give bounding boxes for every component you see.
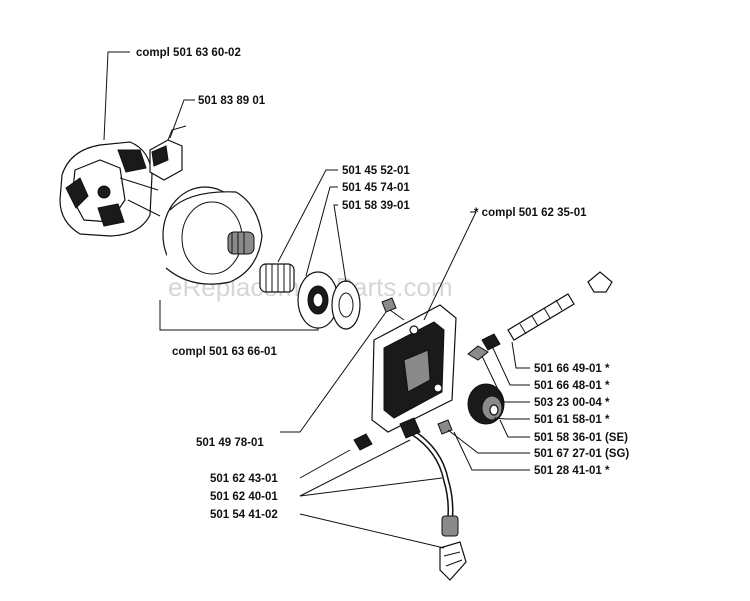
oil-strainer[interactable] [439,541,467,581]
label-part-r2: 501 66 48-01 * [534,380,610,392]
label-part-r7: 501 28 41-01 * [534,465,610,477]
label-pump-kit: * compl 501 62 35-01 [474,207,587,219]
oil-pump[interactable] [371,304,457,433]
label-bearing-2: 501 45 74-01 [342,182,410,194]
label-part-r1: 501 66 49-01 * [534,363,610,375]
label-drum: compl 501 63 66-01 [172,346,277,358]
label-part-r6: 501 67 27-01 (SG) [534,448,629,460]
label-part-r4: 501 61 58-01 * [534,414,610,426]
label-part-r3: 503 23 00-04 * [534,397,610,409]
hex-nut[interactable] [353,433,373,451]
shaft-spring[interactable] [467,333,501,361]
label-bearing-3: 501 58 39-01 [342,200,410,212]
drum-washer[interactable] [331,280,361,330]
label-part-l2: 501 62 43-01 [210,473,278,485]
clutch-drum[interactable] [162,186,263,285]
label-part-l4: 501 54 41-02 [210,509,278,521]
oil-hose[interactable] [399,417,459,537]
clutch-spring[interactable] [149,125,187,181]
label-bearing-1: 501 45 52-01 [342,165,410,177]
pump-shaft[interactable] [507,293,575,341]
clutch-assembly[interactable] [59,141,161,237]
label-part-l3: 501 62 40-01 [210,491,278,503]
needle-bearing[interactable] [259,263,295,293]
label-spring: 501 83 89 01 [198,95,266,107]
label-part-r5: 501 58 36-01 (SE) [534,432,628,444]
label-clutch: compl 501 63 60-02 [136,47,241,59]
pump-screw[interactable] [381,297,405,321]
label-part-l1: 501 49 78-01 [196,437,264,449]
worm-gear[interactable] [467,383,505,425]
pump-adjuster-cap[interactable] [587,271,613,293]
